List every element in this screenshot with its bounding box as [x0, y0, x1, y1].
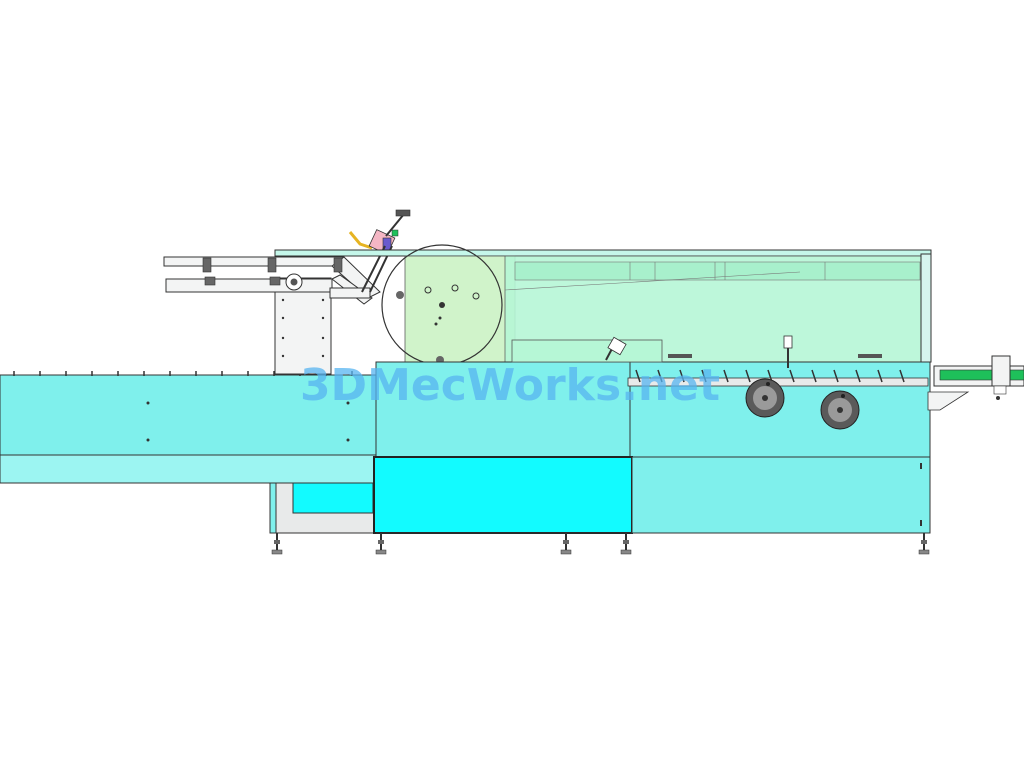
- bolt: [346, 438, 350, 442]
- conveyor-flight: [855, 369, 861, 383]
- main-cabinet: [373, 339, 931, 534]
- infeed-conveyor-lugs: [13, 371, 353, 376]
- adjustable-foot-icon: [620, 533, 632, 555]
- magazine-base: [329, 287, 371, 299]
- infeed-conveyor-body: [0, 374, 377, 456]
- conveyor-flight: [701, 369, 707, 383]
- guard-top-strip: [274, 249, 932, 257]
- conveyor-flight: [679, 369, 685, 383]
- handwheel-icon: [745, 378, 785, 418]
- infeed-conveyor-skirt: [0, 454, 377, 484]
- conveyor-flight: [899, 369, 905, 383]
- adjustable-foot-icon: [918, 533, 930, 555]
- bolt: [281, 316, 285, 320]
- bolt: [146, 401, 150, 405]
- magazine-clamps: [202, 257, 343, 286]
- magazine-column: [274, 277, 332, 375]
- handwheel-icon: [820, 390, 860, 430]
- infeed-conveyor: [0, 371, 377, 484]
- adjustable-foot-icon: [271, 533, 283, 555]
- guard-base-strip: [511, 339, 663, 363]
- stand-leg: [269, 482, 277, 534]
- drive-wheels: [745, 378, 860, 430]
- adjustable-foot-icon: [560, 533, 572, 555]
- bolt: [321, 336, 325, 340]
- infeed-stand: [269, 482, 377, 534]
- stand-panel: [292, 482, 374, 514]
- column-bolts: [281, 298, 325, 358]
- conveyor-flight: [635, 369, 641, 383]
- bolt: [321, 316, 325, 320]
- adjustable-foot-icon: [375, 533, 387, 555]
- guard-inner-window: [514, 261, 921, 281]
- bolt: [281, 354, 285, 358]
- magazine-rail-upper: [163, 256, 345, 267]
- bolt: [346, 401, 350, 405]
- outfeed-conveyor: [933, 355, 1024, 400]
- discharge-chute: [927, 391, 970, 411]
- conveyor-flight: [745, 369, 751, 383]
- adjustable-feet: [271, 533, 930, 555]
- conveyor-flights: [635, 369, 905, 383]
- conveyor-flight: [789, 369, 795, 383]
- cabinet-door-right: [631, 456, 931, 534]
- guard-end-post: [920, 253, 932, 363]
- cabinet-door-left: [373, 456, 633, 534]
- conveyor-flight: [877, 369, 883, 383]
- magazine-rail-lower: [165, 278, 333, 293]
- bolt: [321, 298, 325, 302]
- bolt: [281, 298, 285, 302]
- bolt: [321, 354, 325, 358]
- magazine-assembly: [163, 209, 411, 375]
- handwheel-icon: [285, 273, 303, 291]
- bolt: [281, 336, 285, 340]
- conveyor-flight: [833, 369, 839, 383]
- conveyor-flight: [811, 369, 817, 383]
- upper-frame-left: [375, 361, 631, 458]
- conveyor-flight: [723, 369, 729, 383]
- conveyor-flight: [657, 369, 663, 383]
- guard-panel-left: [404, 255, 516, 363]
- bolt: [146, 438, 150, 442]
- watermark: 3DMecWorks.net: [300, 360, 720, 411]
